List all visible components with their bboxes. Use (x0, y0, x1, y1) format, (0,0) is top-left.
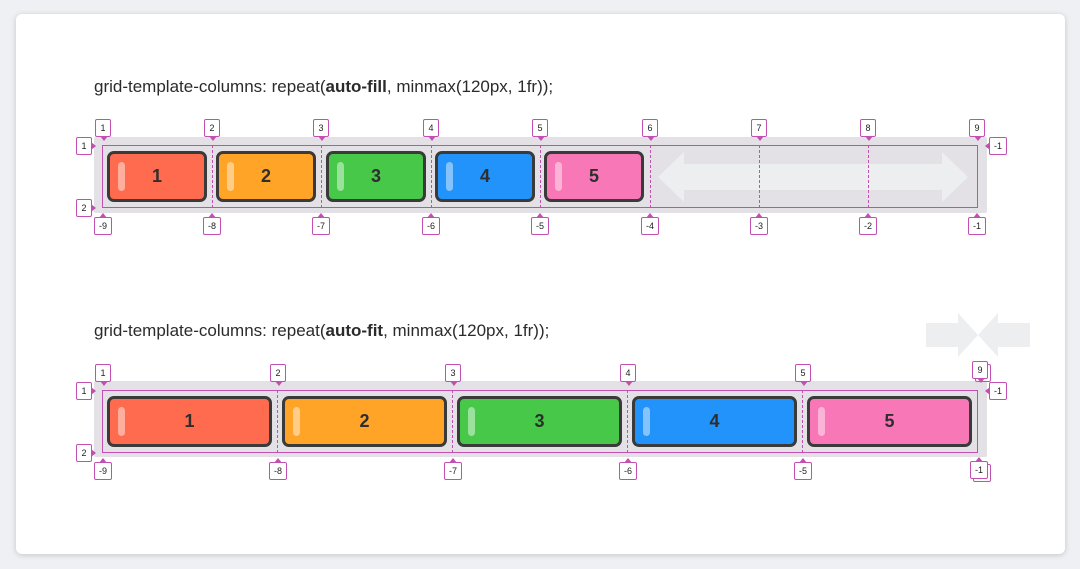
item-label: 1 (184, 411, 195, 431)
auto-fit-title-suffix: , minmax(120px, 1fr)); (383, 321, 550, 340)
auto-fit-grid-line (802, 390, 803, 453)
auto-fill-keyword: auto-fill (325, 77, 387, 96)
line-number-tag: -1 (968, 213, 986, 235)
auto-fill-grid-line (650, 145, 651, 208)
auto-fill-title-prefix: grid-template-columns: repeat( (94, 77, 326, 96)
auto-fill-grid-line (212, 145, 213, 208)
auto-fit-title-prefix: grid-template-columns: repeat( (94, 321, 326, 340)
item-label: 3 (534, 411, 545, 431)
auto-fill-item-2: 2 (216, 151, 316, 202)
line-number-tag: -6 (422, 213, 440, 235)
line-number-tag: -3 (750, 213, 768, 235)
line-number-tag: 5 (795, 364, 811, 386)
line-number-tag: -2 (859, 213, 877, 235)
line-number-tag: -6 (619, 458, 637, 480)
auto-fit-item-2: 2 (282, 396, 447, 447)
auto-fill-grid-line (868, 145, 869, 208)
line-number-tag: 4 (423, 119, 439, 141)
auto-fill-item-3: 3 (326, 151, 426, 202)
line-number-tag: 2 (204, 119, 220, 141)
auto-fit-item-4: 4 (632, 396, 797, 447)
line-number-tag: -4 (641, 213, 659, 235)
line-number-tag: 8 (860, 119, 876, 141)
row-line-tag: 1 (76, 137, 96, 155)
line-number-tag: 6 (642, 119, 658, 141)
auto-fill-title-suffix: , minmax(120px, 1fr)); (386, 77, 554, 96)
line-number-tag: -9 (94, 458, 112, 480)
double-arrow-expand-icon (658, 152, 968, 202)
auto-fit-grid-line (627, 390, 628, 453)
row-line-tag: -1 (985, 382, 1007, 400)
item-label: 3 (370, 166, 381, 186)
item-label: 2 (260, 166, 271, 186)
line-number-tag: -7 (312, 213, 330, 235)
auto-fit-item-1: 1 (107, 396, 272, 447)
auto-fit-grid-line (452, 390, 453, 453)
arrows-collapse-icon (926, 313, 1030, 357)
line-number-tag: 5 (532, 119, 548, 141)
line-number-tag: 3 (445, 364, 461, 386)
auto-fill-grid-line (321, 145, 322, 208)
auto-fill-grid-line (540, 145, 541, 208)
item-label: 4 (709, 411, 720, 431)
row-line-tag: -1 (985, 137, 1007, 155)
line-number-tag: -8 (203, 213, 221, 235)
auto-fit-grid-line (277, 390, 278, 453)
auto-fit-item-5: 5 (807, 396, 972, 447)
auto-fill-title: grid-template-columns: repeat(auto-fill,… (94, 77, 553, 97)
auto-fill-grid-line (431, 145, 432, 208)
line-number-tag: 2 (270, 364, 286, 386)
auto-fit-grid-frame (102, 390, 978, 453)
line-number-tag: 3 (313, 119, 329, 141)
diagram-card (16, 14, 1065, 554)
item-label: 5 (884, 411, 895, 431)
auto-fill-item-4: 4 (435, 151, 535, 202)
line-number-tag: -8 (269, 458, 287, 480)
line-number-tag: -7 (444, 458, 462, 480)
line-number-tag-stacked: 9 (972, 361, 988, 383)
line-number-tag: 7 (751, 119, 767, 141)
item-label: 5 (588, 166, 599, 186)
line-number-tag: 1 (95, 119, 111, 141)
auto-fill-grid-line (759, 145, 760, 208)
row-line-tag: 2 (76, 199, 96, 217)
line-number-tag: -5 (531, 213, 549, 235)
line-number-tag: 1 (95, 364, 111, 386)
line-number-tag: 4 (620, 364, 636, 386)
line-number-tag: -5 (794, 458, 812, 480)
line-number-tag-stacked: -1 (970, 457, 988, 479)
row-line-tag: 2 (76, 444, 96, 462)
item-label: 2 (359, 411, 370, 431)
row-line-tag: 1 (76, 382, 96, 400)
auto-fill-item-1: 1 (107, 151, 207, 202)
auto-fit-item-3: 3 (457, 396, 622, 447)
line-number-tag: 9 (969, 119, 985, 141)
auto-fill-item-5: 5 (544, 151, 644, 202)
item-label: 1 (151, 166, 162, 186)
item-label: 4 (479, 166, 490, 186)
line-number-tag: -9 (94, 213, 112, 235)
auto-fit-keyword: auto-fit (325, 321, 384, 340)
auto-fit-title: grid-template-columns: repeat(auto-fit, … (94, 321, 549, 341)
